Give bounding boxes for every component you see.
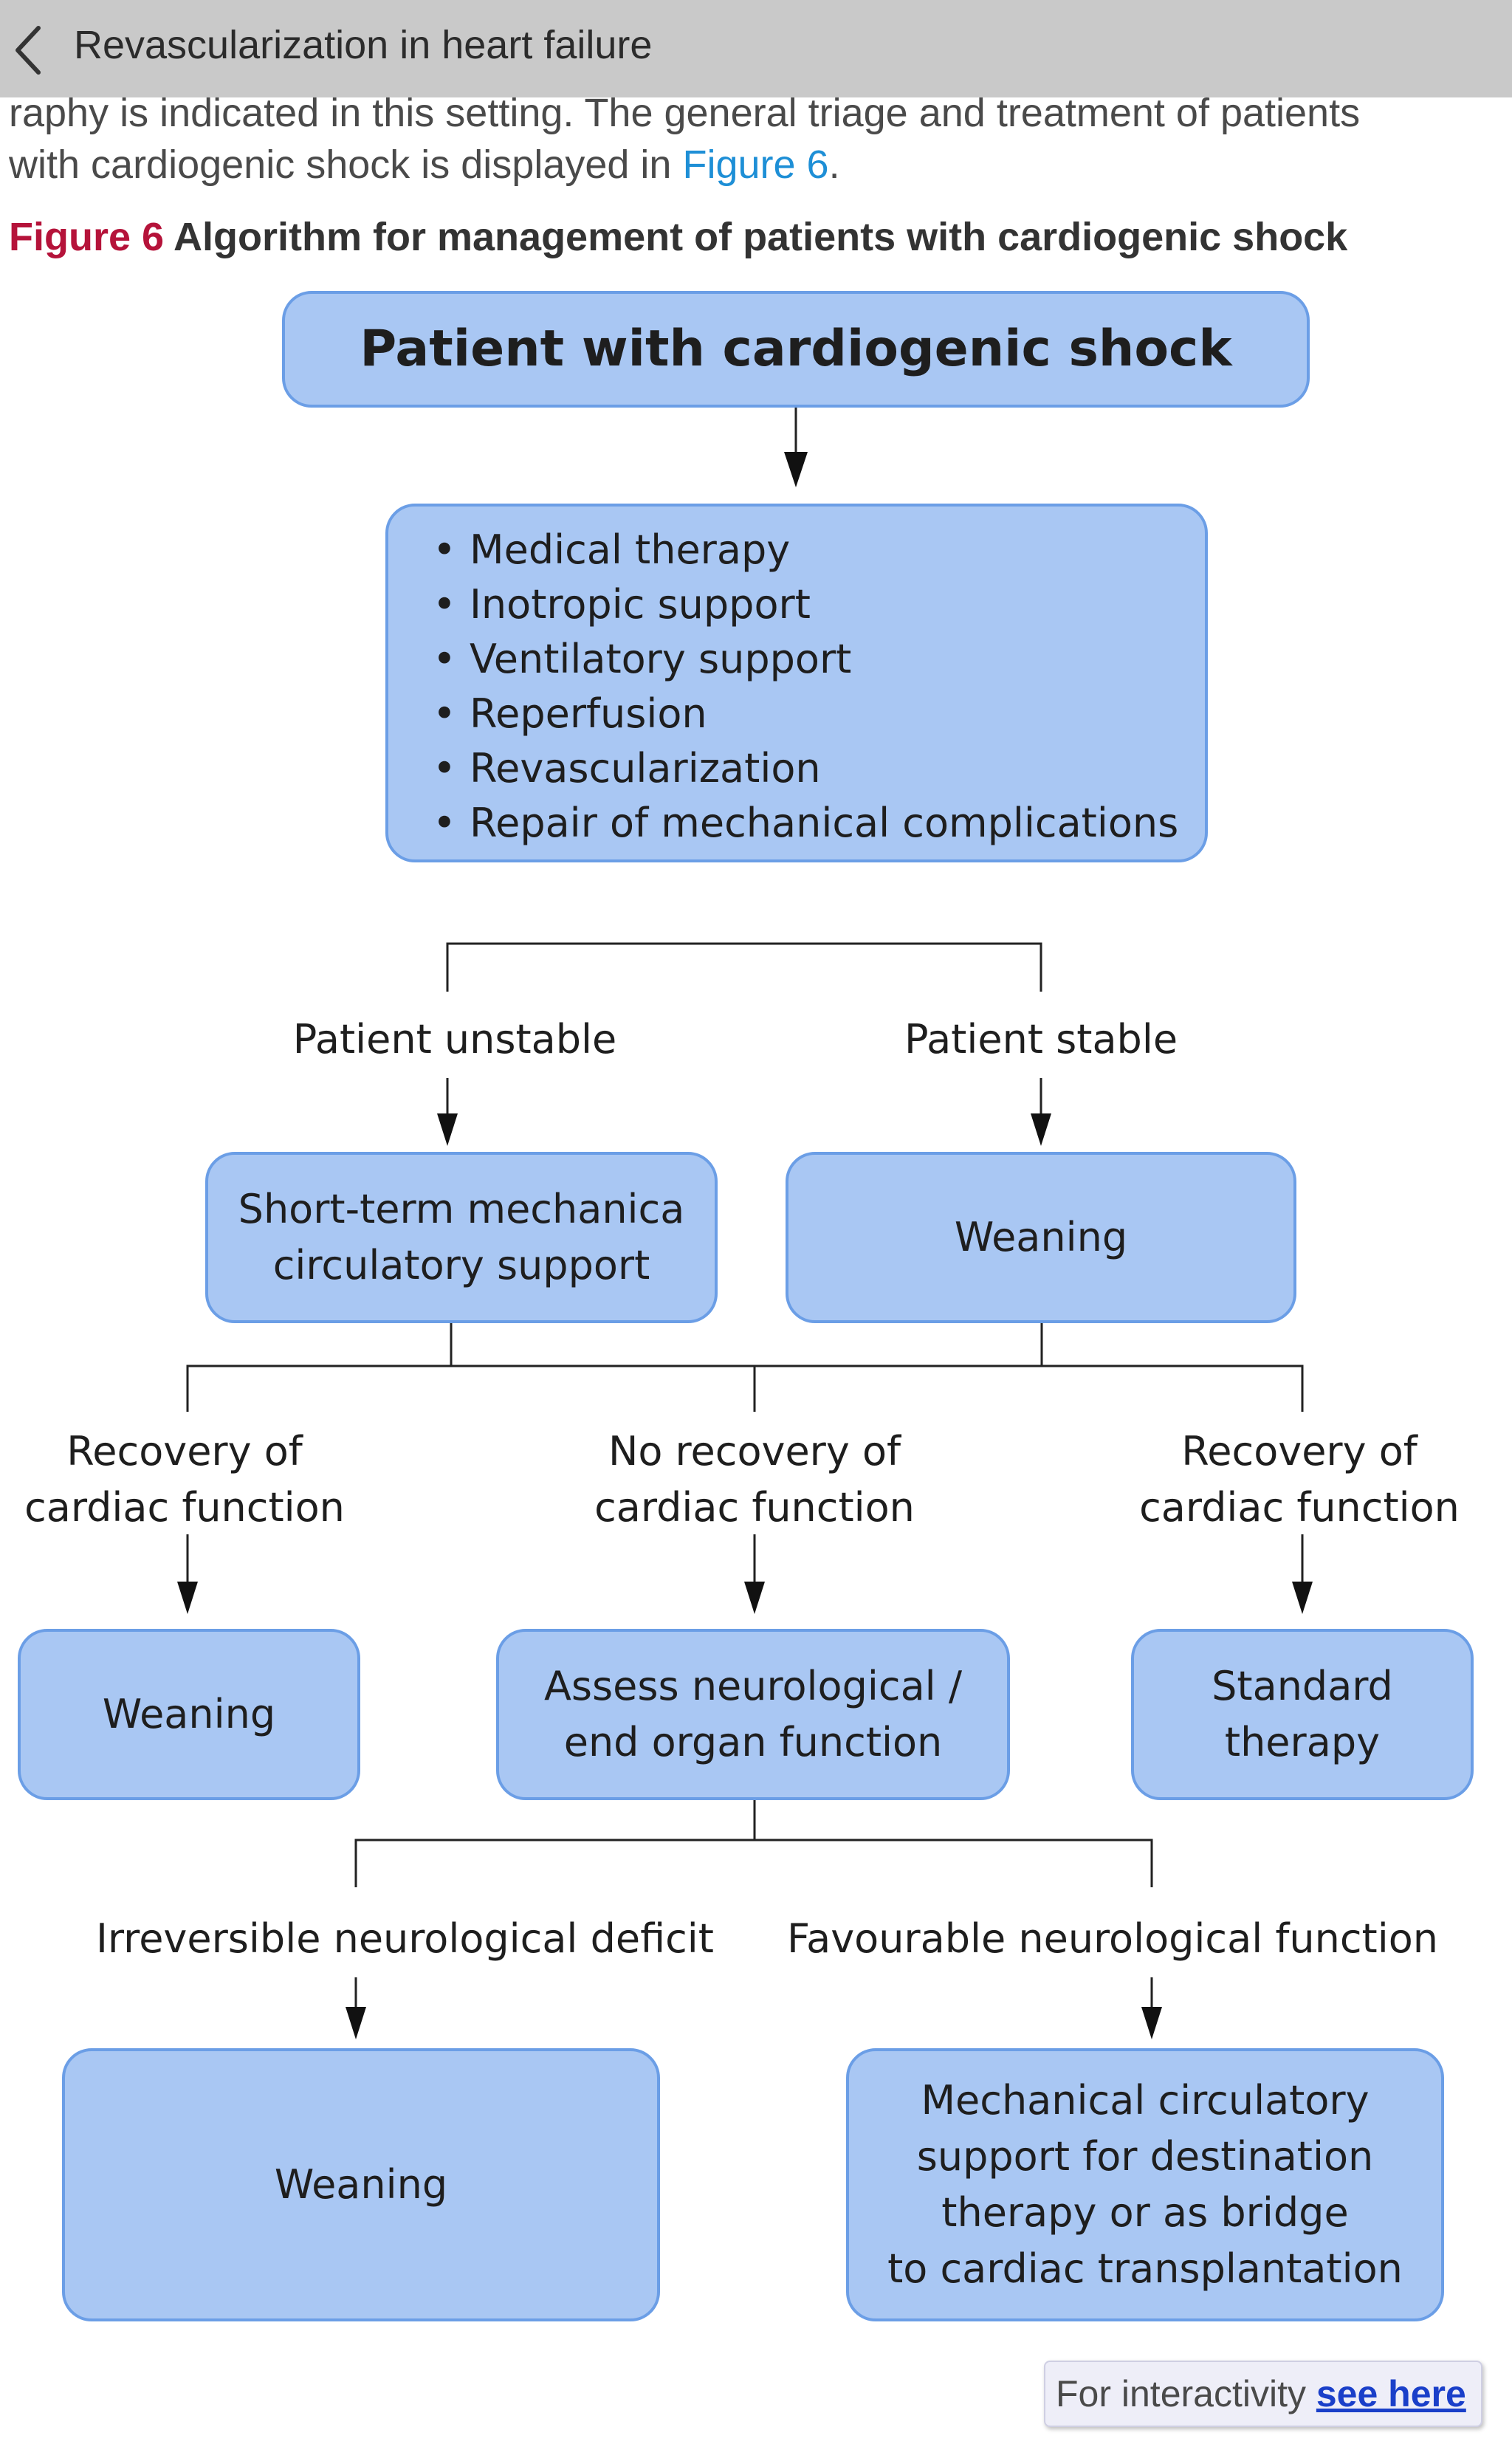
see-here-link[interactable]: see here bbox=[1316, 2373, 1466, 2414]
assess-line-1: Assess neurological / bbox=[543, 1663, 963, 1709]
top-bar: Revascularization in heart failure bbox=[0, 0, 1512, 97]
intro-paragraph: raphy is indicated in this setting. The … bbox=[9, 87, 1500, 190]
weaning-stable-label: Weaning bbox=[954, 1214, 1128, 1260]
page-title: Revascularization in heart failure bbox=[74, 23, 653, 67]
figure-caption-text: Algorithm for management of patients wit… bbox=[164, 215, 1348, 259]
mcs-dest-line-4: to cardiac transplantation bbox=[887, 2245, 1403, 2292]
standard-line-1: Standard bbox=[1212, 1663, 1393, 1709]
no-recovery-label: No recovery of cardiac function bbox=[585, 1424, 924, 1536]
start-box: Patient with cardiogenic shock bbox=[282, 291, 1310, 408]
recovery-right-label: Recovery of cardiac function bbox=[1130, 1424, 1469, 1536]
intro-line-2-suffix: . bbox=[828, 143, 840, 187]
mcs-dest-line-1: Mechanical circulatory bbox=[921, 2077, 1370, 2124]
mcs-destination-box: Mechanical circulatory support for desti… bbox=[846, 2048, 1444, 2321]
assess-line-2: end organ function bbox=[563, 1719, 943, 1765]
start-label: Patient with cardiogenic shock bbox=[360, 320, 1232, 378]
assess-function-text: Assess neurological / end organ function bbox=[544, 1658, 962, 1771]
mcs-destination-text: Mechanical circulatory support for desti… bbox=[887, 2073, 1403, 2297]
weaning-bottom-label: Weaning bbox=[274, 2161, 448, 2208]
list-item: Revascularization bbox=[433, 741, 1178, 796]
figure-6-link[interactable]: Figure 6 bbox=[682, 143, 829, 187]
branch-unstable-label: Patient unstable bbox=[292, 1016, 617, 1063]
weaning-bottom-box: Weaning bbox=[62, 2048, 660, 2321]
standard-therapy-box: Standard therapy bbox=[1131, 1629, 1474, 1800]
standard-line-2: therapy bbox=[1224, 1719, 1381, 1765]
recovery-right-line-1: Recovery of bbox=[1181, 1428, 1418, 1475]
intro-line-1: raphy is indicated in this setting. The … bbox=[9, 91, 1361, 135]
intro-line-2-prefix: with cardiogenic shock is displayed in bbox=[9, 143, 683, 187]
short-term-mcs-line-1: Short-term mechanica bbox=[238, 1186, 685, 1232]
weaning-left-label: Weaning bbox=[102, 1691, 276, 1737]
interactivity-prefix: For interactivity bbox=[1056, 2373, 1316, 2414]
short-term-mcs-box: Short-term mechanica circulatory support bbox=[205, 1152, 718, 1323]
favourable-function-label: Favourable neurological function bbox=[787, 1915, 1438, 1962]
list-item: Ventilatory support bbox=[433, 632, 1178, 687]
assess-function-box: Assess neurological / end organ function bbox=[496, 1629, 1010, 1800]
standard-therapy-text: Standard therapy bbox=[1212, 1658, 1393, 1771]
short-term-mcs-text: Short-term mechanica circulatory support bbox=[238, 1181, 685, 1294]
mcs-dest-line-3: therapy or as bridge bbox=[941, 2189, 1349, 2236]
interactivity-note: For interactivity see here bbox=[1044, 2361, 1482, 2427]
recovery-right-line-2: cardiac function bbox=[1139, 1484, 1460, 1531]
mcs-dest-line-2: support for destination bbox=[916, 2133, 1374, 2180]
list-item: Repair of mechanical complications bbox=[433, 796, 1178, 851]
figure-label: Figure 6 bbox=[9, 215, 165, 259]
figure-caption: Figure 6 Algorithm for management of pat… bbox=[9, 214, 1347, 260]
recovery-left-line-1: Recovery of bbox=[66, 1428, 303, 1475]
chevron-left-icon[interactable] bbox=[6, 21, 50, 80]
list-item: Inotropic support bbox=[433, 577, 1178, 632]
no-recovery-line-2: cardiac function bbox=[594, 1484, 915, 1531]
recovery-left-line-2: cardiac function bbox=[24, 1484, 345, 1531]
intro-line-2: with cardiogenic shock is displayed in F… bbox=[9, 139, 1500, 190]
no-recovery-line-1: No recovery of bbox=[608, 1428, 901, 1475]
irreversible-deficit-label: Irreversible neurological deficit bbox=[96, 1915, 714, 1962]
treatments-box: Medical therapy Inotropic support Ventil… bbox=[385, 504, 1208, 862]
short-term-mcs-line-2: circulatory support bbox=[272, 1242, 650, 1288]
recovery-left-label: Recovery of cardiac function bbox=[15, 1424, 354, 1536]
list-item: Medical therapy bbox=[433, 523, 1178, 577]
weaning-stable-box: Weaning bbox=[786, 1152, 1296, 1323]
branch-stable-label: Patient stable bbox=[904, 1016, 1178, 1063]
treatments-list: Medical therapy Inotropic support Ventil… bbox=[433, 523, 1178, 851]
list-item: Reperfusion bbox=[433, 687, 1178, 741]
weaning-left-box: Weaning bbox=[18, 1629, 360, 1800]
